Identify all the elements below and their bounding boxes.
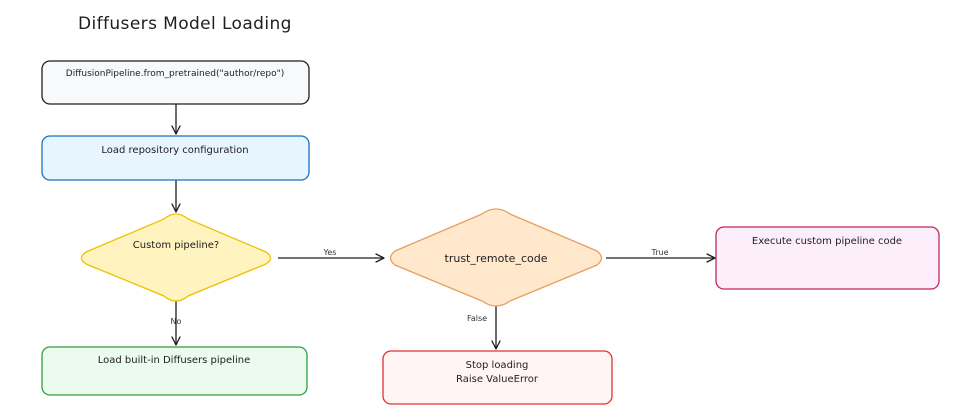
start-node-label: DiffusionPipeline.from_pretrained("autho…	[66, 69, 284, 79]
trust-remote-code-decision: trust_remote_code	[389, 208, 603, 307]
stop-loading-line2: Raise ValueError	[456, 374, 539, 385]
custom-pipeline-label: Custom pipeline?	[133, 240, 219, 251]
edge-label-true: True	[651, 248, 669, 257]
edge-label-no: No	[171, 317, 182, 326]
execute-custom-label: Execute custom pipeline code	[752, 236, 902, 247]
diagram-title: Diffusers Model Loading	[78, 14, 292, 34]
config-node: Load repository configuration	[41, 135, 310, 181]
execute-custom-node: Execute custom pipeline code	[715, 226, 940, 290]
custom-pipeline-decision: Custom pipeline?	[80, 213, 272, 302]
config-node-label: Load repository configuration	[101, 145, 248, 156]
trust-remote-code-label: trust_remote_code	[445, 252, 548, 265]
edge-label-false: False	[467, 314, 487, 323]
start-node: DiffusionPipeline.from_pretrained("autho…	[41, 60, 310, 105]
stop-loading-line1: Stop loading	[466, 360, 529, 371]
builtin-pipeline-node: Load built-in Diffusers pipeline	[41, 346, 308, 396]
builtin-pipeline-label: Load built-in Diffusers pipeline	[98, 355, 250, 366]
edge-label-yes: Yes	[323, 248, 337, 257]
stop-loading-node: Stop loading Raise ValueError	[382, 350, 613, 405]
